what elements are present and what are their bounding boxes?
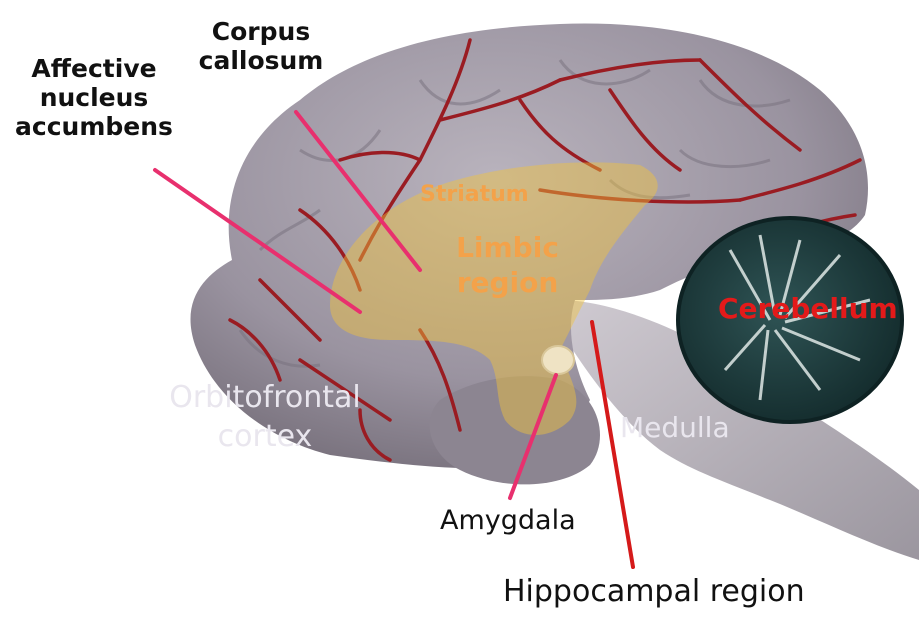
label-limbic-line1: Limbic bbox=[445, 230, 570, 265]
label-corpus-line1: Corpus bbox=[196, 18, 326, 47]
label-affective-line2: nucleus bbox=[8, 84, 180, 113]
label-cerebellum: Cerebellum bbox=[718, 293, 898, 325]
label-corpus-callosum: Corpus callosum bbox=[196, 18, 326, 76]
label-medulla: Medulla bbox=[620, 412, 730, 444]
label-limbic-region: Limbic region bbox=[445, 230, 570, 300]
label-orbitofrontal-line2: cortex bbox=[150, 417, 380, 456]
label-amygdala: Amygdala bbox=[440, 505, 576, 536]
label-affective-nucleus-accumbens: Affective nucleus accumbens bbox=[8, 55, 180, 141]
label-limbic-line2: region bbox=[445, 265, 570, 300]
label-affective-line1: Affective bbox=[8, 55, 180, 84]
label-striatum: Striatum bbox=[420, 182, 529, 207]
label-hippocampal-region: Hippocampal region bbox=[503, 575, 805, 610]
label-orbitofrontal-cortex: Orbitofrontal cortex bbox=[150, 378, 380, 456]
amygdala-knob bbox=[542, 346, 574, 374]
label-affective-line3: accumbens bbox=[8, 113, 180, 142]
label-orbitofrontal-line1: Orbitofrontal bbox=[150, 378, 380, 417]
label-corpus-line2: callosum bbox=[196, 47, 326, 76]
